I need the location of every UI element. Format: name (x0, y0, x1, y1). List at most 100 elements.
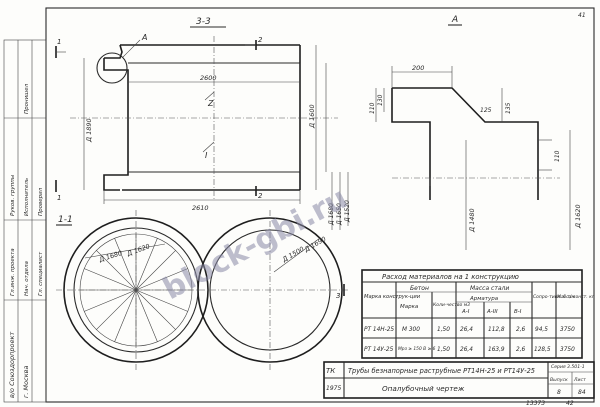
section-1-1: 1-1 Д 1680 Д 1620 Д 1500 Д 1690 3 (56, 210, 350, 370)
stamp-series-value: 3.501-1 (567, 364, 585, 370)
dim-2600: 2600 (200, 74, 217, 82)
dim-130: 130 (377, 94, 384, 106)
footer-number: 13373 (526, 400, 545, 407)
table-h-steel: Масса стали (470, 285, 509, 292)
table-cell-a1: 26,4 (460, 327, 473, 333)
title-stamp: ТК 1975 Трубы безнапорные раструбные РТ1… (323, 361, 595, 399)
side-frame (3, 39, 47, 403)
table-h-v1: В-I (514, 309, 522, 315)
stamp-subtitle: Опалубочный чертеж (382, 384, 465, 393)
table-row: РТ 14Н-25 М 300 1,50 26,4 112,8 2,6 94,5… (364, 327, 575, 333)
side-org: в/о Союздорпроект (8, 332, 16, 398)
dim-d1650: Д 1650 (336, 203, 343, 226)
side-name-3: Руков. группы (10, 174, 16, 216)
section-ray (96, 250, 137, 291)
dim-2610: 2610 (192, 204, 209, 212)
cut-1-top: 1 (57, 38, 61, 46)
callout-a-label: А (141, 33, 147, 42)
table-cell-mass: 3750 (560, 327, 575, 333)
section-1-1-title: 1-1 (58, 215, 73, 225)
table-cell-vol: 1,50 (437, 327, 450, 333)
dim-d1620: Д 1620 (574, 204, 582, 229)
section-label-0: Д 1680 (97, 249, 123, 264)
table-h-mark: Марка конструк-ции (364, 294, 421, 300)
footer-page: 42 (566, 400, 574, 407)
section-label-1: Д 1620 (125, 242, 151, 258)
table-cell-concrete: М 300 (402, 327, 420, 333)
section-ray (84, 289, 137, 312)
table-cell-vol: 1,50 (437, 347, 450, 353)
dim-110-b: 110 (554, 150, 561, 162)
cut-3-label: 3 (336, 292, 340, 300)
page-number: 41 (578, 12, 586, 19)
section-3-3-title: 3-3 (196, 17, 211, 27)
table-cell-a3: 112,8 (488, 327, 505, 333)
stamp-issue-value: 8 (557, 389, 561, 396)
table-title: Расход материалов на 1 конструкцию (382, 273, 519, 281)
section-ray (135, 289, 176, 330)
table-h-mass: Масса конст. кг (557, 294, 595, 300)
stamp-sheet-value: 84 (578, 389, 586, 396)
materials-table: Расход материалов на 1 конструкцию Марка… (361, 269, 595, 359)
stamp-sheet-label: Лист (573, 377, 586, 383)
detail-callout-circle (96, 52, 128, 84)
table-cell-per: 128,5 (534, 347, 551, 353)
stamp-issue-label: Выпуск (550, 377, 568, 383)
table-h-armature: Арматура (469, 296, 499, 302)
stamp-year: 1975 (326, 385, 341, 392)
side-city: г. Москва (22, 366, 30, 398)
cut-2-bottom: 2 (258, 192, 263, 200)
side-sign: Пронишел (24, 83, 30, 114)
section-3-3: 3-3 А 1 1 2 2 Z I (55, 17, 351, 230)
table-cell-v1: 2,6 (516, 327, 526, 333)
stamp-title: Трубы безнапорные раструбные РТ14Н-25 и … (348, 367, 535, 375)
cut-2-top: 2 (258, 36, 263, 44)
side-name-5: Проверил (38, 187, 44, 216)
dim-d1890: Д 1890 (85, 118, 93, 143)
side-name-0: Гл.инж. проекта (10, 248, 16, 296)
detail-a-title: А (451, 15, 458, 25)
section-ray (135, 289, 158, 342)
stamp-series-label: Серия (551, 364, 566, 370)
side-name-2: Гл. специалист (38, 251, 44, 296)
section-ray (84, 268, 137, 291)
side-name-4: Исполнитель (24, 178, 30, 216)
detail-a: А 200 110 130 135 125 Д 1480 Д 1620 110 (369, 15, 582, 250)
section-label-3: Д 1690 (302, 235, 327, 254)
axis-z-label: Z (207, 99, 214, 108)
dim-d1520: Д 1520 (344, 200, 351, 223)
table-cell-mass: 3750 (560, 347, 575, 353)
table-cell-per: 94,5 (535, 327, 548, 333)
table-cell-concrete: Мрз ≥ 150 В ≥ 6 (398, 346, 436, 352)
dim-d1680: Д 1680 (328, 203, 335, 226)
dim-d1600: Д 1600 (308, 104, 316, 129)
table-row: РТ 14У-25 Мрз ≥ 150 В ≥ 6 1,50 26,4 163,… (364, 346, 575, 353)
dim-200: 200 (412, 64, 424, 72)
table-h-a3: А-III (486, 309, 498, 315)
dim-125: 125 (480, 107, 492, 114)
dim-d1480: Д 1480 (468, 208, 476, 233)
cut-1-bottom: 1 (57, 194, 61, 202)
section-ray (135, 250, 176, 291)
table-h-steel-per: Сопро-тивл. 6 т/м (533, 294, 575, 300)
side-name-1: Нач. отдела (24, 260, 30, 296)
table-h-vol: Коли-чество м3 (433, 302, 470, 308)
section-ray (114, 289, 137, 342)
dim-110: 110 (369, 102, 376, 114)
table-h-a1: А-I (461, 309, 470, 315)
section-ray (114, 238, 137, 291)
section-ray (135, 238, 158, 291)
section-ray (96, 289, 137, 330)
side-title-block: в/о Союздорпроект г. Москва Гл.инж. прое… (4, 40, 46, 402)
table-cell-mark: РТ 14У-25 (364, 347, 394, 353)
table-h-concrete: Бетон (410, 285, 429, 292)
table-cell-mark: РТ 14Н-25 (364, 327, 394, 333)
table-h-concrete-mark: Марка (400, 304, 419, 310)
axis-i-label: I (205, 151, 208, 160)
table-cell-v1: 2,6 (516, 347, 526, 353)
section-ray (135, 289, 188, 312)
section-ray (135, 268, 188, 291)
table-cell-a3: 163,9 (488, 347, 505, 353)
